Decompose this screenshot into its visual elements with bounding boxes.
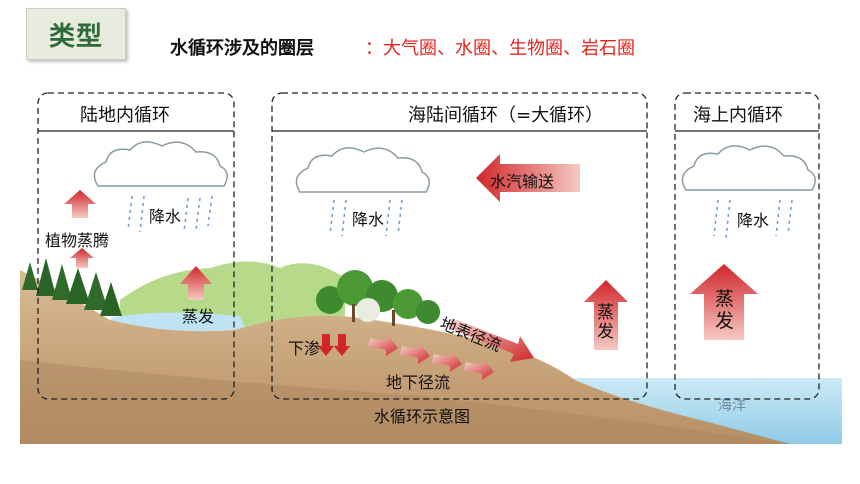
- forest-left: [22, 258, 122, 316]
- box-land-cycle: [37, 92, 235, 400]
- infiltration-arrows: [318, 334, 350, 356]
- ocean-label: 海洋: [718, 398, 746, 414]
- vapor-transport-arrow: [476, 154, 580, 202]
- groundwater-runoff-label: 地下径流: [386, 373, 451, 392]
- soil-layer: [20, 270, 790, 444]
- transpiration-label: 植物蒸腾: [45, 231, 110, 250]
- tree-up-arrow: [70, 248, 94, 268]
- evaporation-arrow-land: [180, 266, 212, 300]
- vapor-transport-label: 水汽输送: [490, 172, 555, 191]
- type-badge: 类型: [26, 8, 126, 60]
- surface-runoff-arrow: [448, 318, 534, 362]
- evaporation-label-ocean: 蒸发: [715, 288, 735, 332]
- evaporation-arrow-sea: [584, 280, 628, 350]
- rain-sea-land: [329, 199, 403, 237]
- box-sea-land-cycle: [271, 92, 648, 400]
- cycle-heading: 水循环涉及的圈层: [170, 38, 314, 59]
- diagram-caption: 水循环示意图: [374, 407, 471, 426]
- ocean-cycle-title: 海上内循环: [693, 105, 783, 126]
- evaporation-label-sea: 蒸发: [597, 303, 614, 342]
- rain-land: [127, 195, 213, 233]
- groundwater-arrows: [368, 336, 494, 380]
- forest-center: [316, 270, 440, 326]
- rain-ocean: [713, 199, 793, 239]
- evaporation-label-land: 蒸发: [182, 307, 215, 326]
- transpiration-arrow: [64, 190, 96, 218]
- cloud-sea-land: [295, 147, 430, 193]
- cloud-ocean: [681, 145, 816, 191]
- sea-land-cycle-title: 海陆间循环（=大循环）: [408, 105, 604, 126]
- box-ocean-cycle: [674, 92, 820, 400]
- spheres-list: ：大气圈、水圈、生物圈、岩石圈: [365, 38, 635, 59]
- infiltration-label: 下渗: [288, 339, 321, 358]
- rain-label-ocean: 降水: [737, 211, 770, 230]
- cloud-land: [93, 141, 228, 187]
- land-cycle-title: 陆地内循环: [80, 105, 170, 126]
- rain-label-sea-land: 降水: [352, 210, 385, 229]
- rain-label-land: 降水: [149, 207, 182, 226]
- evaporation-arrow-ocean: [690, 264, 758, 340]
